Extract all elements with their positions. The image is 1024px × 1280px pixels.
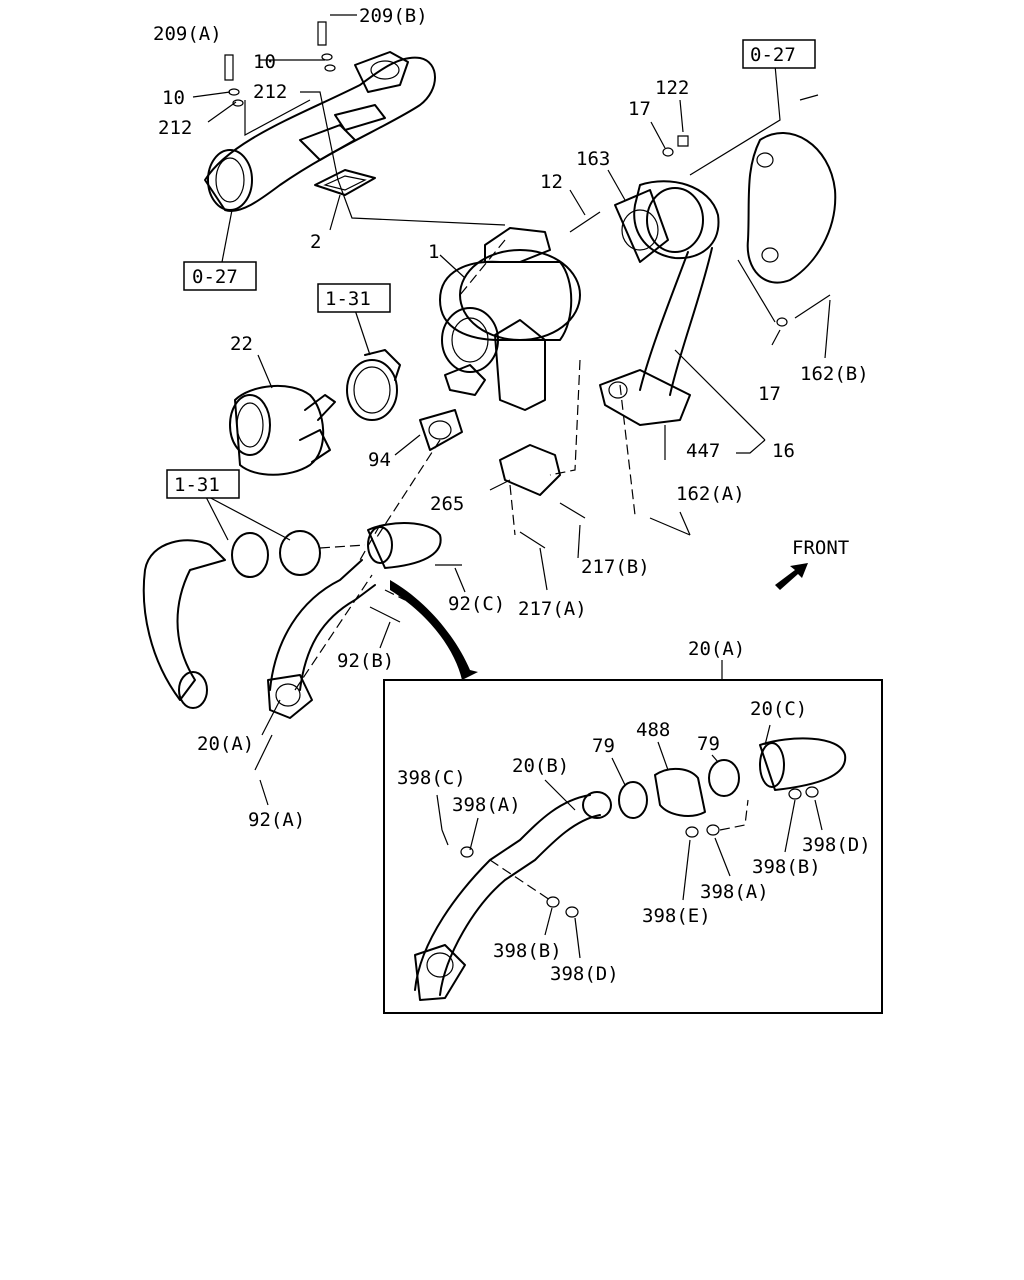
label-163: 163 (576, 148, 610, 170)
inset-label-20-c: 20(C) (750, 698, 807, 720)
inset-parts-drawing (414, 737, 847, 1001)
label-12: 12 (540, 171, 563, 193)
ref-box-1-31-lower (166, 469, 240, 499)
detail-inset-box (383, 679, 883, 1014)
ref-box-0-27-left (183, 261, 257, 291)
label-2: 2 (310, 231, 321, 253)
label-162-b: 162(B) (800, 363, 869, 385)
label-17-upper: 17 (628, 98, 651, 120)
label-122: 122 (655, 77, 689, 99)
gasket-2-drawing (314, 169, 376, 196)
label-92-a: 92(A) (248, 809, 305, 831)
inset-label-398-e: 398(E) (642, 905, 711, 927)
bracket-265-drawing (499, 444, 561, 496)
inset-label-79-right: 79 (697, 733, 720, 755)
label-209-a: 209(A) (153, 23, 222, 45)
label-20-a: 20(A) (197, 733, 254, 755)
inset-label-398-b-left: 398(B) (493, 940, 562, 962)
label-10-upper: 10 (253, 51, 276, 73)
label-447: 447 (686, 440, 720, 462)
fasteners-drawing (224, 21, 831, 771)
ref-box-0-27-top (742, 39, 816, 69)
label-217-a: 217(A) (518, 598, 587, 620)
gasket-94-drawing (419, 409, 463, 451)
ref-label-1-31-lower: 1-31 (174, 474, 220, 496)
label-212-upper: 212 (253, 81, 287, 103)
inset-label-20-b: 20(B) (512, 755, 569, 777)
inset-label-398-a-left: 398(A) (452, 794, 521, 816)
label-92-b: 92(B) (337, 650, 394, 672)
label-212-lower: 212 (158, 117, 192, 139)
ref-label-0-27-left: 0-27 (192, 266, 238, 288)
label-10-lower: 10 (162, 87, 185, 109)
label-22: 22 (230, 333, 253, 355)
inset-label-20-a: 20(A) (688, 638, 745, 660)
label-17-right: 17 (758, 383, 781, 405)
front-arrow (775, 563, 808, 590)
hose-drawing (142, 530, 321, 709)
inset-label-79-left: 79 (592, 735, 615, 757)
inset-label-398-c: 398(C) (397, 767, 466, 789)
inset-label-398-d-left: 398(D) (550, 963, 619, 985)
label-front: FRONT (792, 537, 849, 559)
exhaust-manifold-drawing (204, 51, 436, 212)
ref-box-1-31-upper (317, 283, 391, 313)
elbow-22-drawing (229, 384, 336, 476)
label-1: 1 (428, 241, 439, 263)
inset-label-398-d-right: 398(D) (802, 834, 871, 856)
inset-label-488: 488 (636, 719, 670, 741)
turbocharger-drawing (439, 227, 581, 411)
pipe-20a-drawing (267, 522, 442, 719)
ref-label-0-27-top: 0-27 (750, 44, 796, 66)
label-94: 94 (368, 449, 391, 471)
label-16: 16 (772, 440, 795, 462)
label-217-b: 217(B) (581, 556, 650, 578)
label-265: 265 (430, 493, 464, 515)
heat-shield-drawing (746, 132, 837, 284)
exhaust-pipe-16-drawing (599, 180, 720, 426)
leader-lines (192, 14, 831, 806)
label-92-c: 92(C) (448, 593, 505, 615)
label-209-b: 209(B) (359, 5, 428, 27)
inset-leader-lines (436, 724, 823, 959)
clamp-1-31-drawing (346, 349, 401, 421)
inset-label-398-a-right: 398(A) (700, 881, 769, 903)
label-162-a: 162(A) (676, 483, 745, 505)
ref-label-1-31-upper: 1-31 (325, 288, 371, 310)
inset-label-398-b-right: 398(B) (752, 856, 821, 878)
